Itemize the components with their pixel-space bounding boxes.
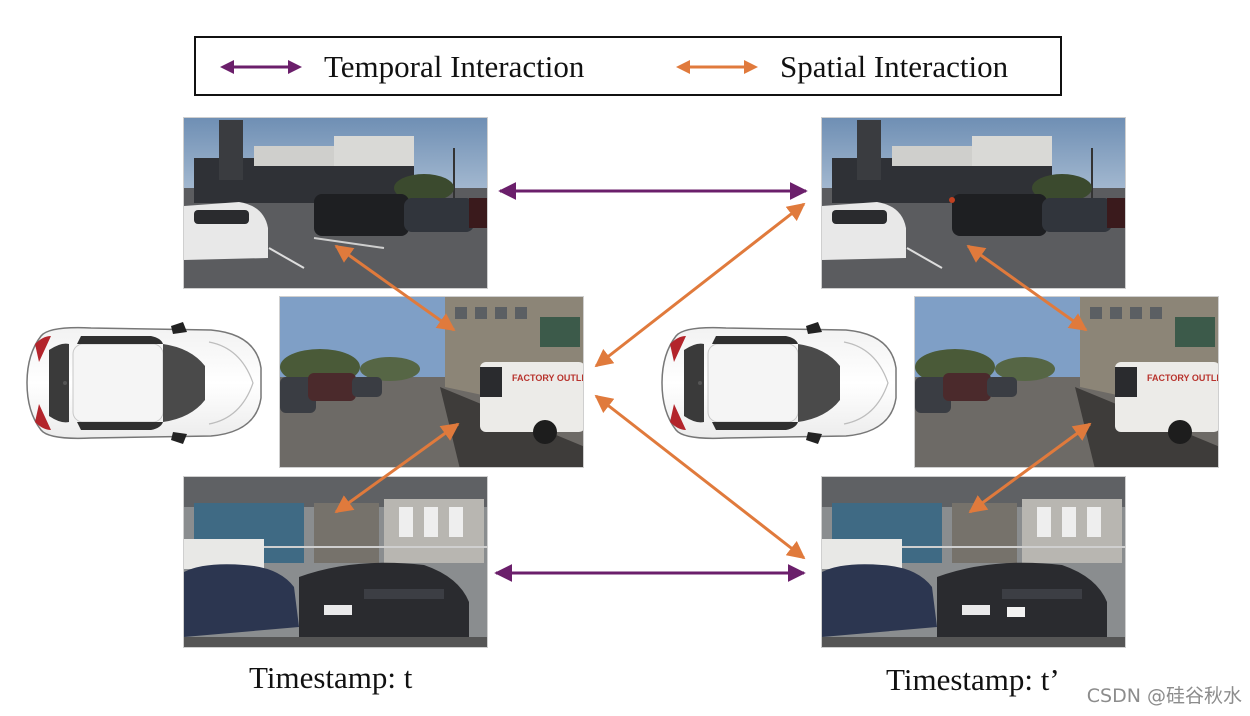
camera-image-left-middle: FACTORY OUTLET bbox=[279, 296, 584, 468]
camera-image-right-top bbox=[821, 117, 1126, 289]
timestamp-right: Timestamp: t’ bbox=[886, 662, 1060, 698]
legend-spatial: Spatial Interaction bbox=[676, 50, 1008, 84]
legend-box: Temporal Interaction Spatial Interaction bbox=[194, 36, 1062, 96]
van-sign-text-left: FACTORY OUTLET bbox=[512, 373, 584, 383]
legend-temporal: Temporal Interaction bbox=[220, 50, 584, 84]
spatial-arrow-icon bbox=[676, 57, 758, 77]
ego-car-left bbox=[21, 322, 265, 444]
watermark: CSDN @硅谷秋水 bbox=[1087, 681, 1242, 708]
timestamp-left: Timestamp: t bbox=[249, 660, 412, 696]
van-sign-text-right: FACTORY OUTLET bbox=[1147, 373, 1219, 383]
legend-spatial-label: Spatial Interaction bbox=[780, 49, 1008, 85]
camera-image-right-bottom bbox=[821, 476, 1126, 648]
temporal-arrow-icon bbox=[220, 57, 302, 77]
camera-image-right-middle: FACTORY OUTLET bbox=[914, 296, 1219, 468]
camera-image-left-top bbox=[183, 117, 488, 289]
camera-image-left-bottom bbox=[183, 476, 488, 648]
ego-car-right bbox=[656, 322, 900, 444]
legend-temporal-label: Temporal Interaction bbox=[324, 49, 584, 85]
